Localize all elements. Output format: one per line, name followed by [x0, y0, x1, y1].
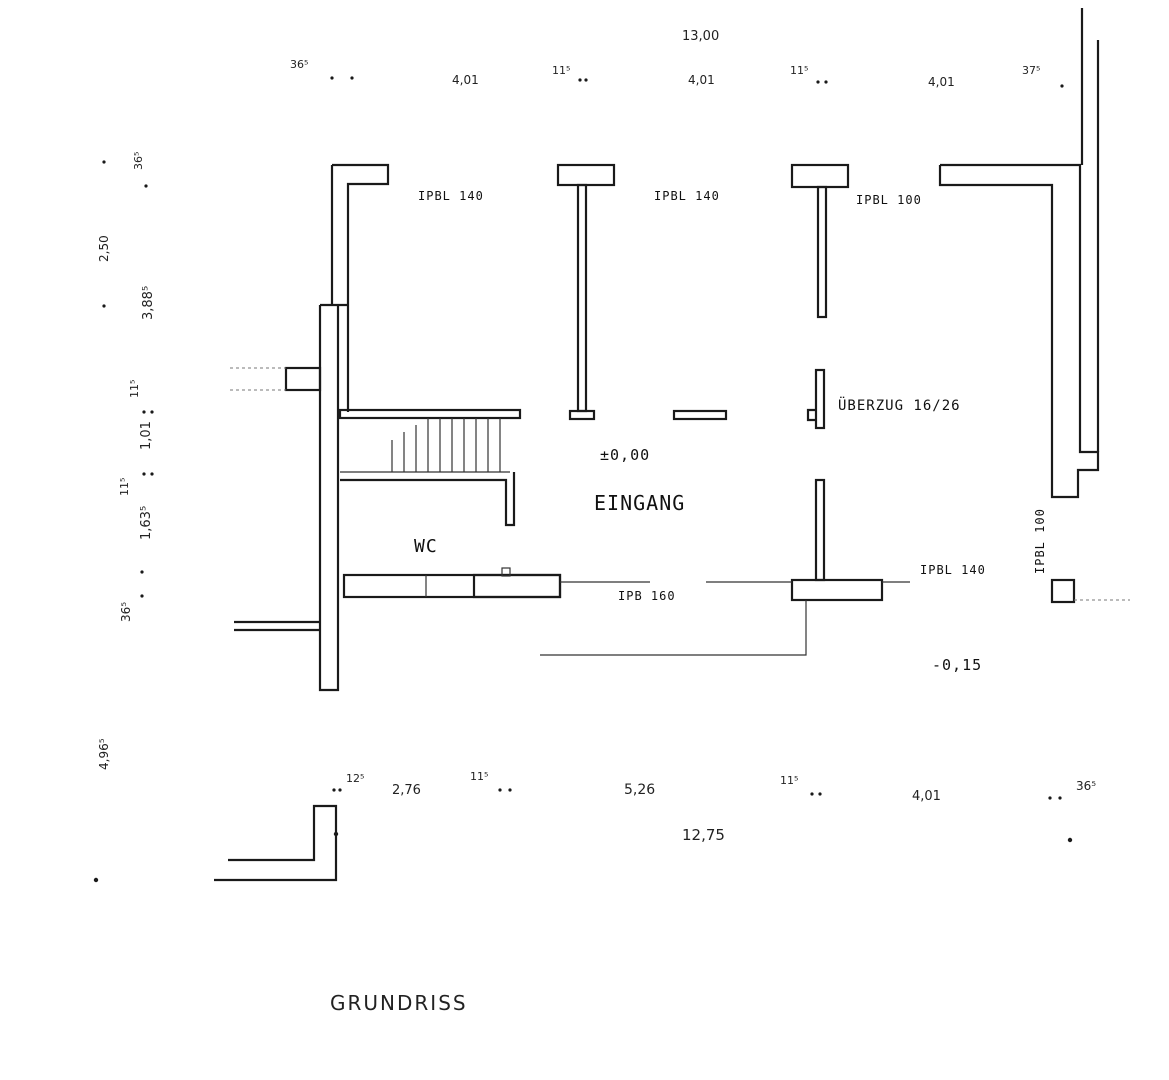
dim-left-9: 4,96⁵ — [97, 738, 111, 770]
dim-bottom-4: 5,26 — [624, 782, 655, 798]
dim-top-4: 4,01 — [688, 73, 715, 87]
dim-bottom-1: 12⁵ — [346, 772, 364, 785]
beam-label-ipb-160: IPB 160 — [618, 589, 676, 603]
stairs — [338, 408, 522, 527]
beam-label-ipbl-140-a: IPBL 140 — [418, 189, 484, 203]
beam-label-ipbl-140-c: IPBL 140 — [920, 563, 986, 577]
dim-top-1: 36⁵ — [290, 58, 308, 71]
room-label-entrance: EINGANG — [594, 491, 685, 515]
beam-label-ipbl-100-b: IPBL 100 — [1033, 508, 1047, 574]
beam-label-ipbl-100-a: IPBL 100 — [856, 193, 922, 207]
interior-structure — [540, 163, 910, 656]
level-outside: -0,15 — [932, 656, 982, 674]
room-label-wc: WC — [414, 536, 438, 557]
level-floor: ±0,00 — [600, 446, 650, 464]
outer-walls — [230, 8, 1130, 692]
dim-left-6: 11⁵ — [118, 478, 131, 496]
dimension-chain-bottom: 12⁵ 2,76 11⁵ 5,26 11⁵ 4,01 36⁵ 12,75 — [332, 770, 1096, 844]
drawing-title: GRUNDRISS — [330, 991, 468, 1015]
dim-bottom-3: 11⁵ — [470, 770, 488, 783]
dim-bottom-6: 4,01 — [912, 789, 941, 804]
beam-label-ipbl-140-b: IPBL 140 — [654, 189, 720, 203]
wc-walls — [342, 567, 650, 599]
lower-corner — [214, 804, 338, 882]
dim-left-5: 1,01 — [139, 421, 154, 450]
dim-top-5: 11⁵ — [790, 64, 808, 77]
dim-top-7: 37⁵ — [1022, 64, 1040, 77]
beam-label-ueberzug: ÜBERZUG 16/26 — [838, 396, 961, 414]
dim-bottom-2: 2,76 — [392, 783, 421, 798]
dim-left-8: 36⁵ — [119, 602, 133, 622]
dim-top-2: 4,01 — [452, 73, 479, 87]
dim-bottom-7: 36⁵ — [1076, 779, 1096, 793]
dim-bottom-total: 12,75 — [682, 826, 725, 844]
dim-top-total: 13,00 — [682, 29, 719, 44]
dim-bottom-5: 11⁵ — [780, 774, 798, 787]
dim-left-7: 1,63⁵ — [139, 506, 154, 540]
dimension-chain-left: 36⁵ 2,50 3,88⁵ 11⁵ 1,01 11⁵ 1,63⁵ 36⁵ 4,… — [93, 152, 156, 883]
dim-top-6: 4,01 — [928, 75, 955, 89]
dim-top-3: 11⁵ — [552, 64, 570, 77]
dim-left-3: 3,88⁵ — [141, 286, 156, 320]
dimension-chain-top: 13,00 36⁵ 4,01 11⁵ 4,01 11⁵ 4,01 37⁵ — [290, 29, 1064, 89]
dim-left-4: 11⁵ — [128, 380, 141, 398]
dim-left-2: 2,50 — [97, 235, 111, 262]
dim-left-1: 36⁵ — [132, 152, 145, 170]
